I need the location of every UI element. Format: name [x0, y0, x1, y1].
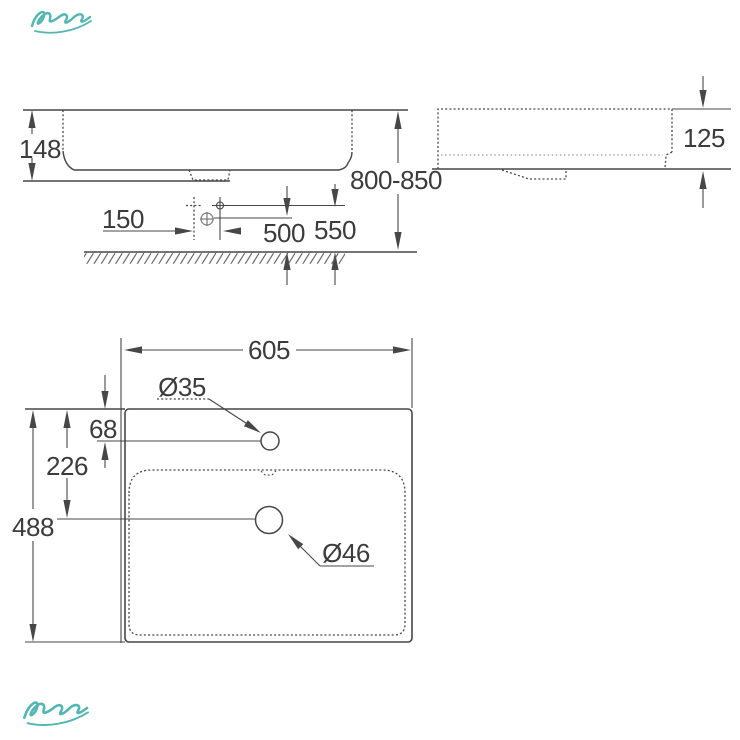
side-right-step-hidden	[664, 151, 673, 170]
front-bottom-edge	[74, 151, 353, 171]
dim-label-150: 150	[102, 204, 144, 234]
supply-point-left-icon	[186, 197, 202, 240]
dim-depth: 488	[12, 410, 54, 642]
dim-width: 605	[124, 335, 411, 365]
dim-label-d35: Ø35	[158, 372, 206, 402]
dim-label-226: 226	[46, 451, 88, 481]
front-drain-trap-hidden	[188, 169, 231, 181]
dim-supply-height: 550	[314, 184, 356, 285]
side-view: 125	[432, 76, 731, 208]
brand-watermark-icon	[23, 701, 90, 726]
dim-faucet-offset: 68	[89, 375, 117, 468]
top-view: 605 Ø35 Ø46	[12, 335, 413, 643]
side-outline-hidden	[437, 108, 673, 169]
dim-mounting-height: 800-850	[350, 111, 442, 250]
dim-supply-spacing: 150	[102, 204, 241, 235]
dim-label-125: 125	[683, 123, 725, 153]
dim-label-550: 550	[314, 215, 356, 245]
dim-label-488: 488	[12, 512, 54, 542]
side-drain-trap-hidden	[501, 169, 567, 180]
brand-watermark-icon	[30, 10, 92, 34]
dim-label-d46: Ø46	[322, 538, 370, 568]
drain-hole-circle	[254, 505, 284, 535]
dim-label-605: 605	[248, 335, 290, 365]
dim-label-500: 500	[263, 218, 305, 248]
dim-label-68: 68	[89, 414, 117, 444]
dim-drain-offset: 226	[46, 410, 88, 518]
faucet-hole-circle	[260, 431, 280, 451]
dim-front-height: 148	[19, 110, 61, 181]
front-left-foot	[62, 150, 75, 171]
front-view: 148 150	[19, 109, 442, 285]
dim-drain-height: 500	[263, 186, 305, 285]
label-drain-hole-diameter: Ø46	[285, 531, 374, 568]
dim-rim-height: 125	[683, 76, 725, 208]
floor-hatch	[84, 251, 417, 264]
basin-outer-rect	[124, 408, 413, 643]
label-faucet-hole-diameter: Ø35	[157, 372, 263, 437]
dim-label-800-850: 800-850	[350, 165, 442, 195]
overflow-notch-hidden	[260, 470, 277, 476]
drain-outlet-icon	[200, 212, 214, 226]
dim-label-148: 148	[19, 134, 61, 164]
